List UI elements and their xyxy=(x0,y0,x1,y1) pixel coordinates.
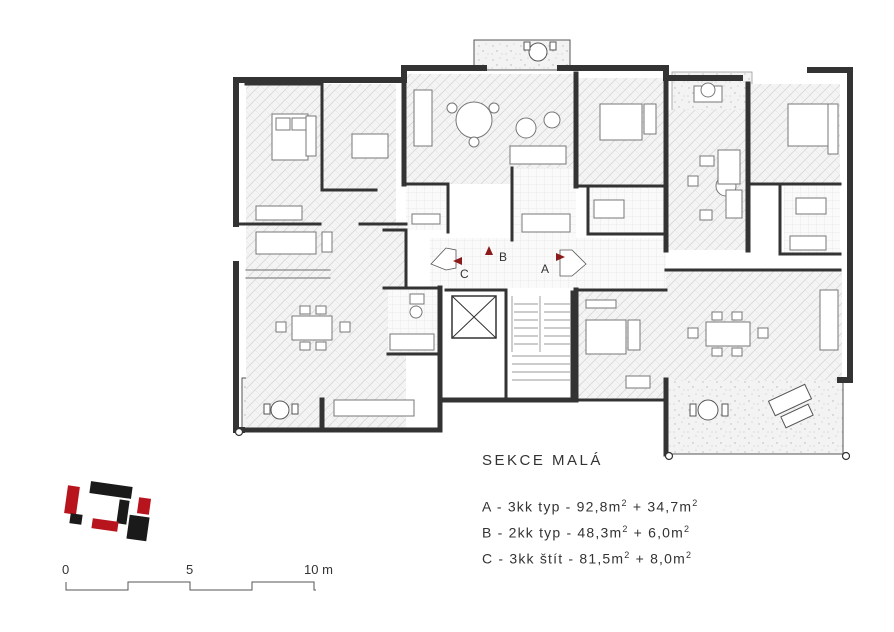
stair-core xyxy=(451,295,570,381)
scale-bar xyxy=(65,581,316,591)
furniture xyxy=(255,82,839,417)
marker-a-label: A xyxy=(541,262,549,276)
marker-c-arrow xyxy=(453,257,462,265)
scale-label-10: 10 m xyxy=(304,562,333,577)
legend-text: 3kk typ xyxy=(507,498,561,515)
legend-area-extra: 6,0m xyxy=(648,524,685,541)
marker-a-arrow xyxy=(556,253,565,261)
scale-label-0: 0 xyxy=(62,562,70,577)
legend-area-extra: 8,0m xyxy=(650,550,686,567)
terrace-furniture xyxy=(263,41,814,429)
legend-code: B xyxy=(482,524,493,541)
site-key xyxy=(64,481,152,542)
legend-text: 3kk štít xyxy=(509,550,564,567)
legend-text: 2kk typ xyxy=(508,524,562,541)
legend-code: A xyxy=(482,498,492,515)
scale-label-5: 5 xyxy=(186,562,194,577)
legend-row-c: C - 3kk štít - 81,5m2 + 8,0m2 xyxy=(482,550,693,567)
legend-area-main: 81,5m xyxy=(579,550,625,567)
legend-area-main: 48,3m xyxy=(577,524,623,541)
entrance-markers: C B A xyxy=(430,246,587,281)
marker-b-arrow xyxy=(485,246,493,255)
marker-b-label: B xyxy=(499,250,507,264)
legend-code: C xyxy=(482,550,494,567)
legend-row-b: B - 2kk typ - 48,3m2 + 6,0m2 xyxy=(482,524,691,541)
legend-row-a: A - 3kk typ - 92,8m2 + 34,7m2 xyxy=(482,498,699,515)
floors xyxy=(246,74,842,429)
legend-area-extra: 34,7m xyxy=(647,498,693,515)
walls xyxy=(233,65,853,457)
legend-area-main: 92,8m xyxy=(576,498,622,515)
section-title: SEKCE MALÁ xyxy=(482,452,603,469)
terrace-posts xyxy=(234,427,851,461)
marker-c-label: C xyxy=(460,267,469,281)
